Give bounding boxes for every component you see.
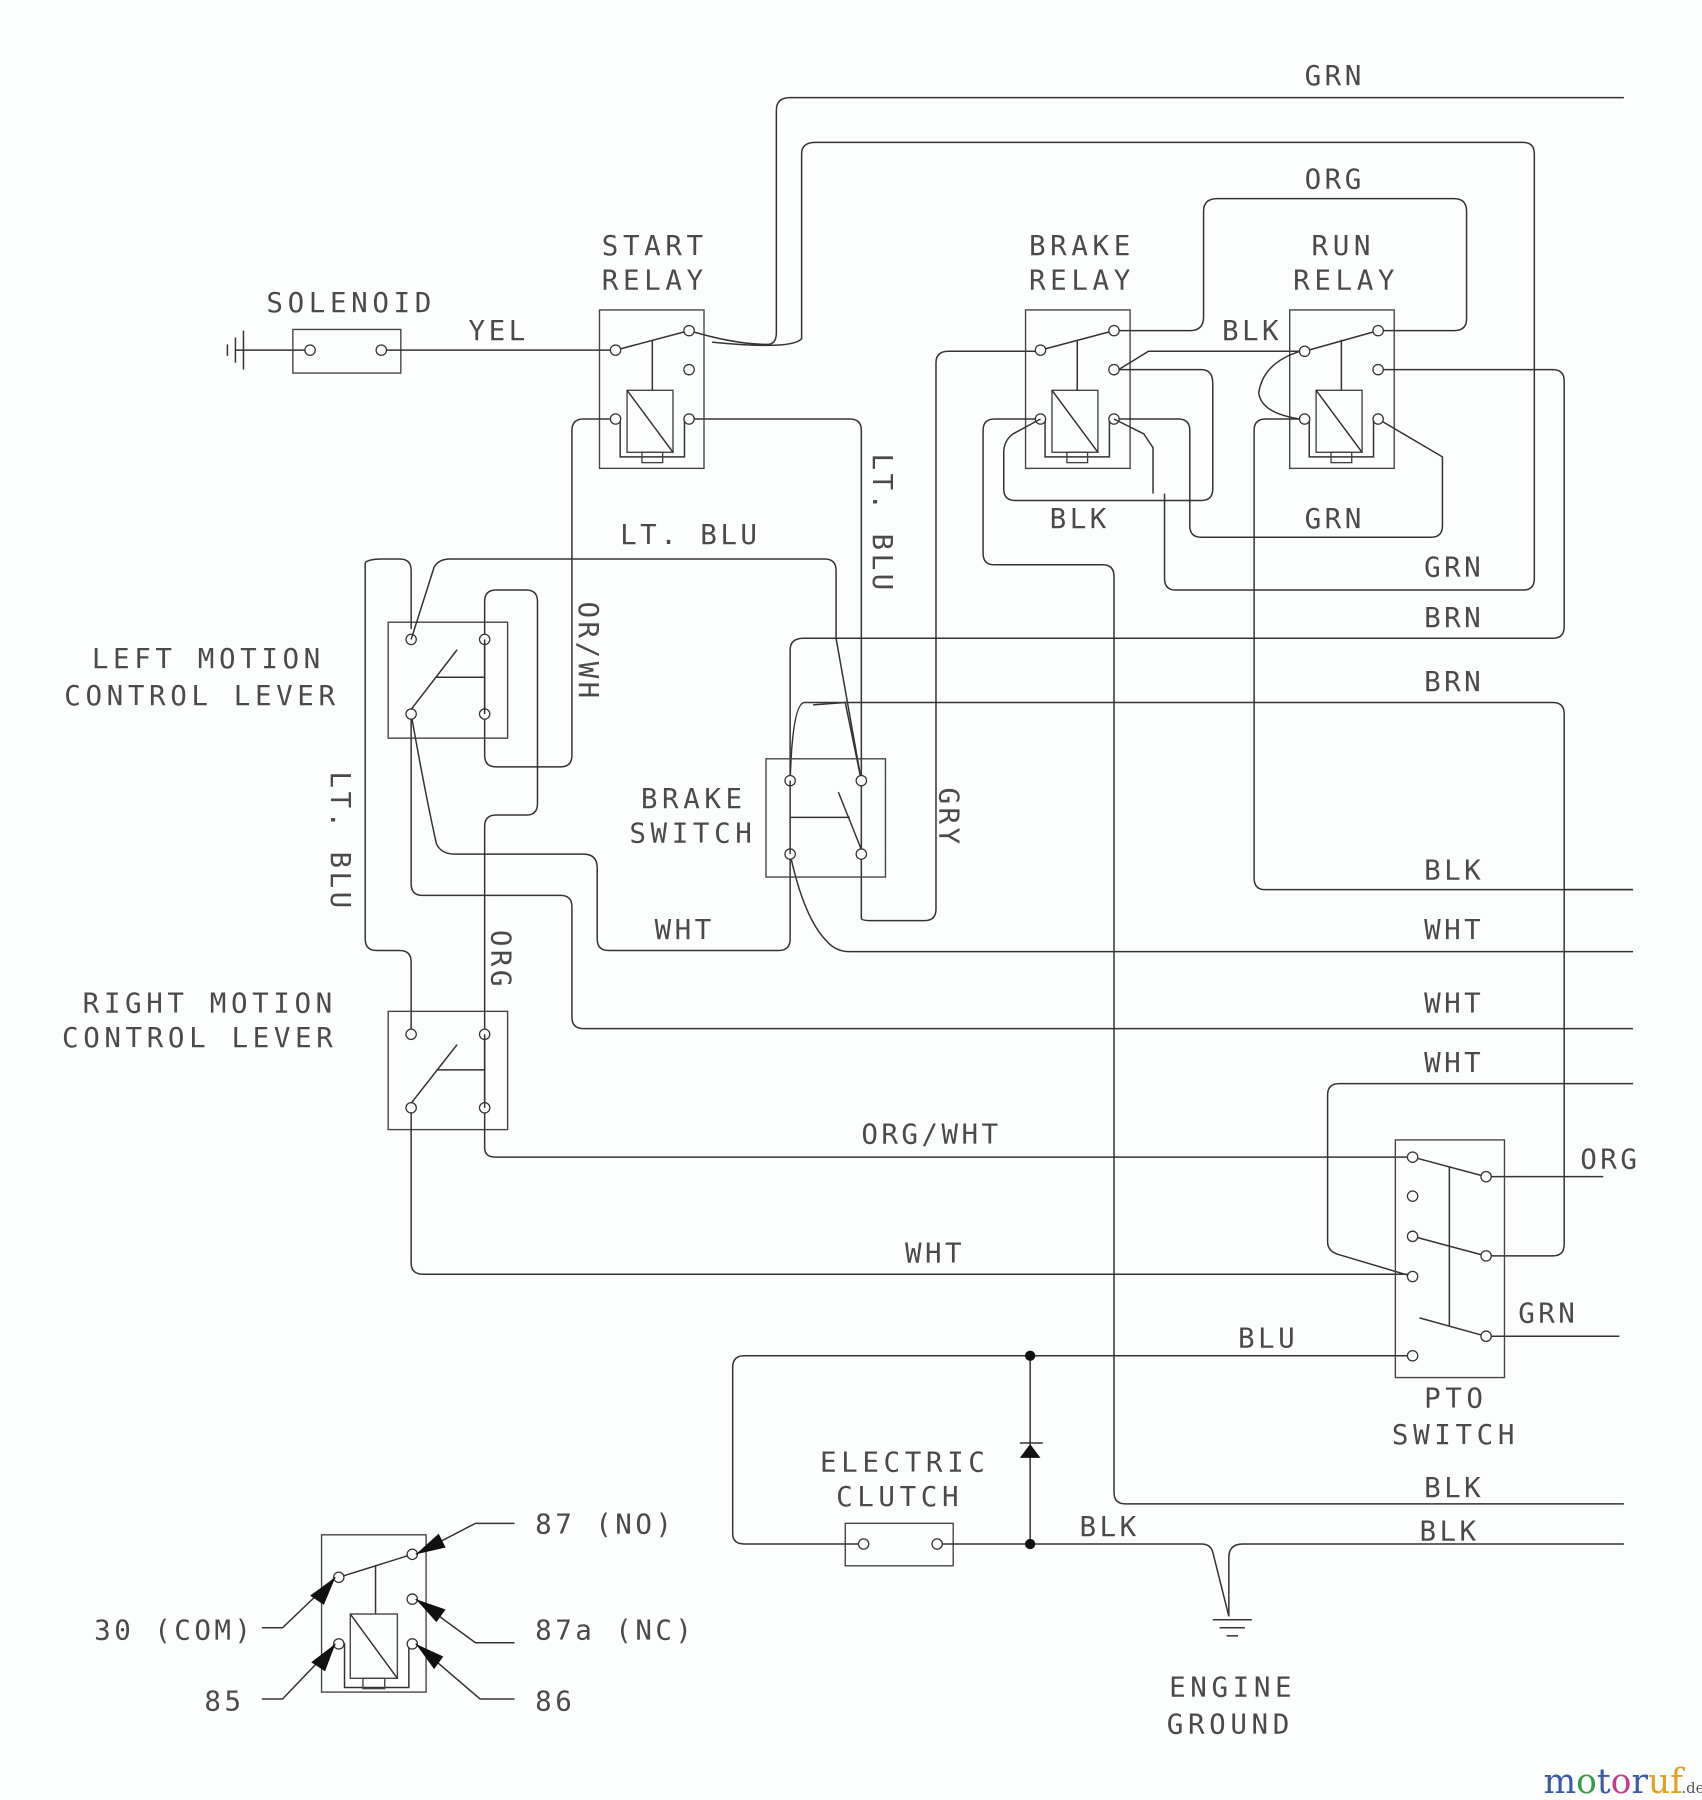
clutch-label-2: CLUTCH bbox=[836, 1481, 963, 1513]
left-lever-label-1: LEFT MOTION bbox=[92, 643, 325, 675]
watermark-logo: motoruf .de bbox=[1544, 1762, 1702, 1800]
wire-label-wht-bottom: WHT bbox=[905, 1238, 965, 1270]
wire-label-wht-1: WHT bbox=[1424, 914, 1484, 946]
wm-letter: f bbox=[1670, 1762, 1685, 1800]
wire-label-blk-brake: BLK bbox=[1050, 503, 1110, 535]
watermark-suffix: .de bbox=[1681, 1779, 1702, 1797]
pto-switch-label-1: PTO bbox=[1424, 1382, 1488, 1414]
wire-label-blk-clutch: BLK bbox=[1080, 1511, 1140, 1543]
wm-letter: t bbox=[1597, 1762, 1611, 1800]
run-relay-label-2: RELAY bbox=[1293, 264, 1399, 296]
pto-switch: PTO SWITCH ORG GRN bbox=[1392, 1139, 1640, 1451]
start-relay: START RELAY bbox=[483, 230, 1413, 1158]
brake-relay: BRAKE RELAY BLK bbox=[982, 230, 1624, 1505]
wire-grn-loop bbox=[711, 141, 1536, 591]
watermark-text: motoruf bbox=[1544, 1762, 1686, 1800]
wire-label-grn-mid: GRN bbox=[1424, 551, 1484, 583]
electric-clutch: ELECTRIC CLUTCH BLK BLU bbox=[731, 1323, 1624, 1617]
wire-label-yel: YEL bbox=[469, 315, 529, 347]
wire-label-grn-run: GRN bbox=[1305, 503, 1365, 535]
pin-85-label: 85 bbox=[204, 1685, 244, 1717]
chassis-ground-icon bbox=[226, 330, 245, 370]
wire-label-org-pto: ORG bbox=[1580, 1144, 1640, 1176]
solenoid: SOLENOID YEL bbox=[226, 287, 616, 374]
wire-label-wht-left: WHT bbox=[655, 914, 715, 946]
engine-ground-label-1: ENGINE bbox=[1169, 1672, 1296, 1704]
wire-label-lt-blu-top: LT. BLU bbox=[620, 519, 760, 551]
wire-label-lt-blu-vert-right: LT. BLU bbox=[866, 453, 898, 593]
pto-switch-label-2: SWITCH bbox=[1392, 1419, 1519, 1451]
wire-label-grn-top: GRN bbox=[1305, 60, 1365, 92]
wm-letter: r bbox=[1632, 1762, 1649, 1800]
brake-switch-label-1: BRAKE bbox=[641, 783, 747, 815]
wire-label-brn-1: BRN bbox=[1424, 602, 1484, 634]
run-relay-label-1: RUN bbox=[1312, 230, 1376, 262]
wire-label-wht-3: WHT bbox=[1424, 1047, 1484, 1079]
left-motion-control-lever: LEFT MOTION CONTROL LEVER bbox=[64, 558, 863, 1031]
engine-ground-label-2: GROUND bbox=[1167, 1708, 1294, 1740]
pin-87-label: 87 (NO) bbox=[535, 1509, 675, 1541]
pin-86-label: 86 bbox=[535, 1685, 575, 1717]
wire-label-org-vert: ORG bbox=[485, 930, 517, 990]
wire-label-brn-2: BRN bbox=[1424, 666, 1484, 698]
wire-org-top bbox=[1113, 197, 1468, 332]
wire-label-blk-run: BLK bbox=[1222, 315, 1282, 347]
top-wires bbox=[688, 96, 1624, 591]
wire-label-blk-b1: BLK bbox=[1424, 1472, 1484, 1504]
wm-letter: m bbox=[1544, 1762, 1577, 1800]
solenoid-label: SOLENOID bbox=[266, 287, 435, 319]
wm-letter: u bbox=[1648, 1762, 1670, 1800]
ground-icon bbox=[1212, 1619, 1252, 1637]
wm-letter: o bbox=[1576, 1762, 1597, 1800]
wire-label-org-top: ORG bbox=[1305, 163, 1365, 195]
wire-label-org-wht: ORG/WHT bbox=[861, 1118, 1001, 1150]
wire-label-grn-pto: GRN bbox=[1518, 1297, 1578, 1329]
right-wire-labels: GRN ORG GRN BRN BRN BLK WHT WHT WHT bbox=[1305, 60, 1484, 1079]
junction-dot bbox=[1024, 1350, 1036, 1361]
wire-label-blu: BLU bbox=[1238, 1323, 1298, 1355]
right-lever-label-2: CONTROL LEVER bbox=[62, 1022, 337, 1054]
wm-letter: o bbox=[1611, 1762, 1632, 1800]
right-motion-control-lever: RIGHT MOTION CONTROL LEVER bbox=[62, 988, 1413, 1275]
solenoid-body bbox=[292, 328, 402, 374]
right-lever-label-1: RIGHT MOTION bbox=[83, 988, 337, 1020]
wire-label-blk-right: BLK bbox=[1424, 854, 1484, 886]
wire-grn-top bbox=[688, 96, 1624, 346]
brake-relay-label-1: BRAKE bbox=[1029, 230, 1135, 262]
clutch-label-1: ELECTRIC bbox=[820, 1447, 989, 1479]
junction-dot bbox=[1024, 1538, 1036, 1550]
left-lever-label-2: CONTROL LEVER bbox=[64, 680, 339, 712]
wire-label-or-wh: OR/WH bbox=[572, 602, 604, 702]
wire-label-gry: GRY bbox=[932, 788, 964, 848]
pin-87a-label: 87a (NC) bbox=[535, 1614, 695, 1646]
brake-switch-label-2: SWITCH bbox=[629, 818, 756, 850]
engine-ground: ENGINE GROUND bbox=[1167, 1619, 1296, 1740]
diode-icon bbox=[1019, 1350, 1043, 1550]
run-relay: RUN RELAY BLK GRN bbox=[789, 230, 1634, 891]
wire-label-lt-blu-vert-left: LT. BLU bbox=[324, 771, 356, 911]
relay-pin-legend: 87 (NO) 87a (NC) 30 (COM) 85 86 bbox=[94, 1509, 695, 1718]
wire-label-blk-b2: BLK bbox=[1419, 1516, 1479, 1548]
pin-30-label: 30 (COM) bbox=[94, 1614, 254, 1646]
wire-label-wht-2: WHT bbox=[1424, 988, 1484, 1020]
start-relay-label-2: RELAY bbox=[602, 264, 708, 296]
brake-switch: BRAKE SWITCH WHT bbox=[629, 758, 887, 946]
start-relay-label-1: START bbox=[602, 230, 708, 262]
brake-relay-label-2: RELAY bbox=[1029, 264, 1135, 296]
